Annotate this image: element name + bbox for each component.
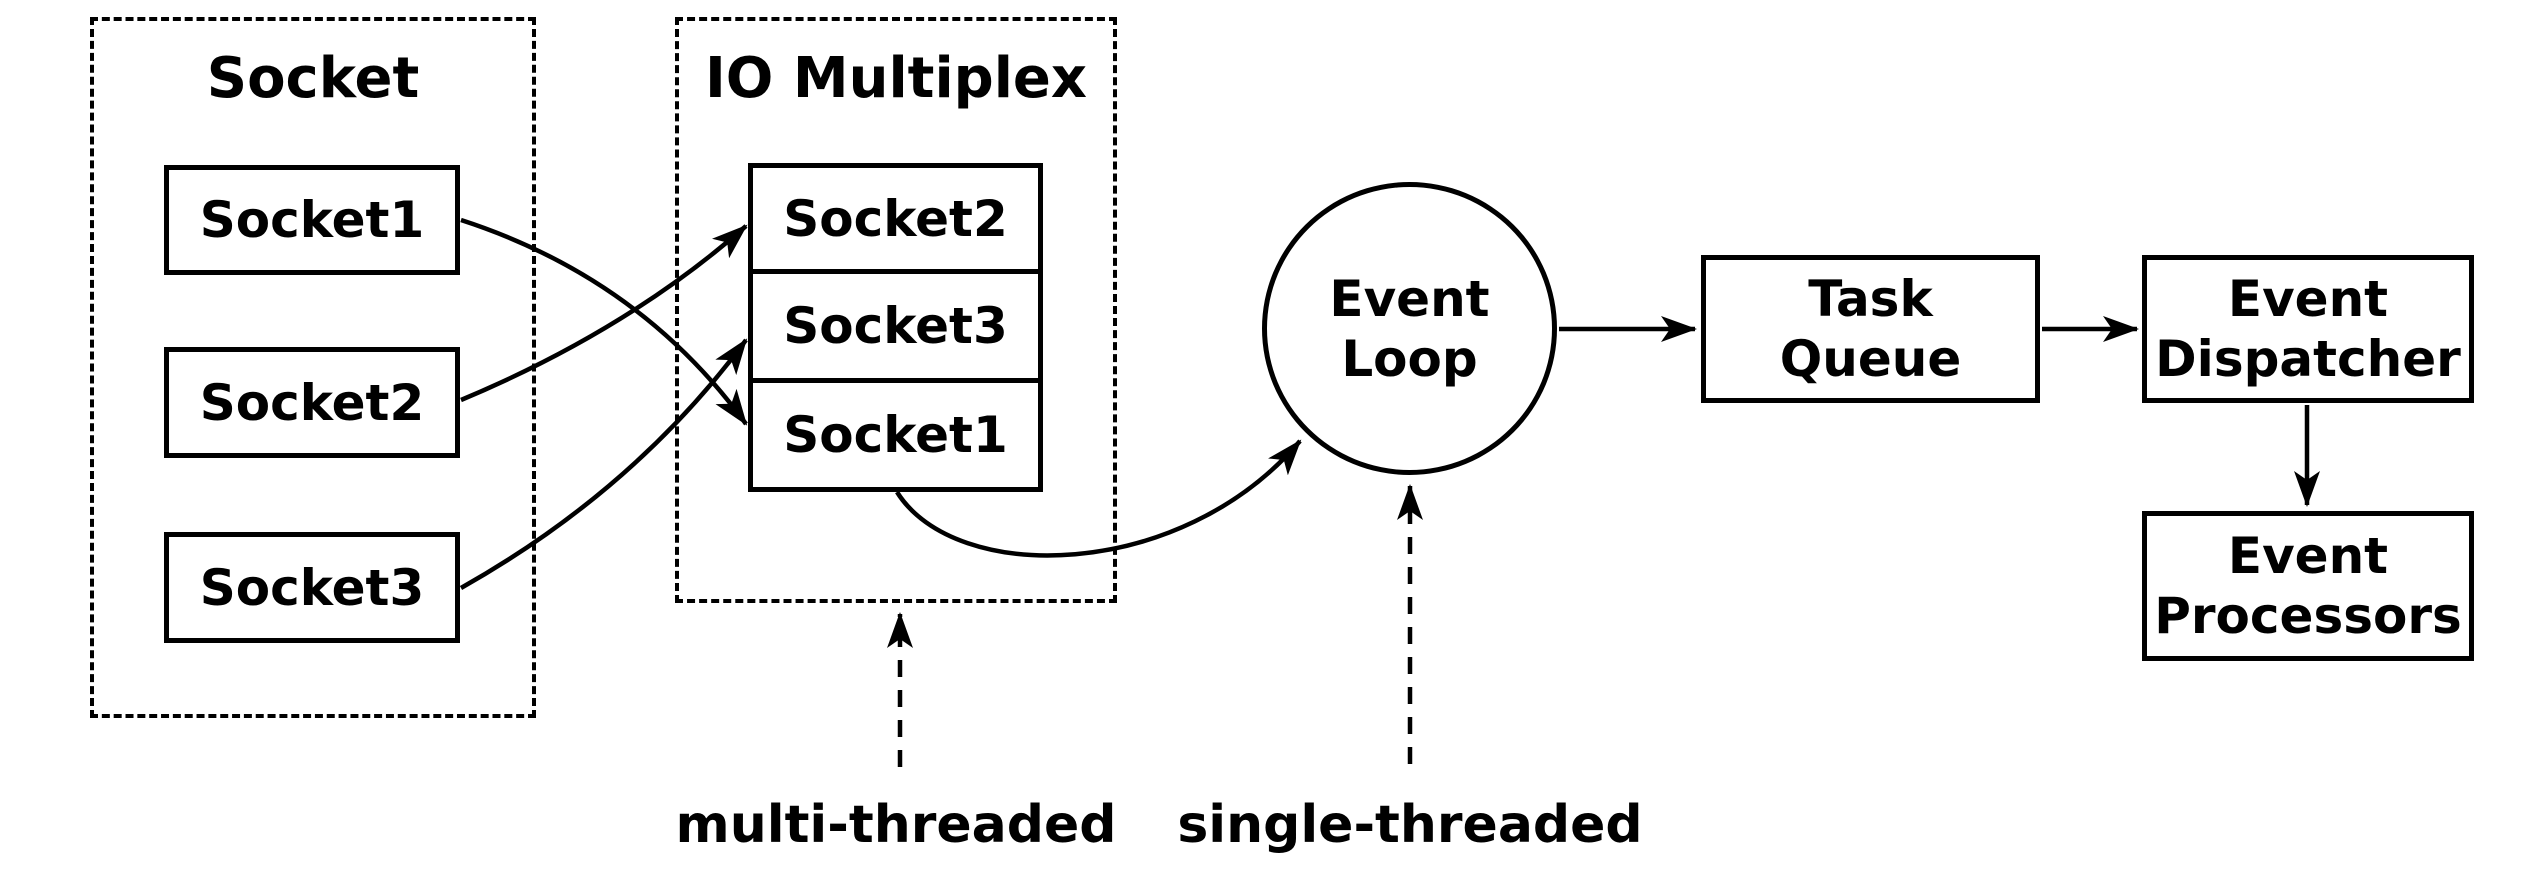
socket1-box: Socket1: [164, 165, 460, 275]
single-threaded-label: single-threaded: [1177, 795, 1643, 855]
io-socket3-box: Socket3: [748, 269, 1043, 383]
event-dispatcher-label-line2: Dispatcher: [2155, 330, 2461, 388]
socket2-box: Socket2: [164, 347, 460, 458]
event-processors-label-line2: Processors: [2154, 587, 2462, 645]
socket-group-title: Socket: [206, 46, 420, 111]
socket3-box: Socket3: [164, 532, 460, 643]
task-queue-box: Task Queue: [1701, 255, 2040, 403]
event-loop-label-line2: Loop: [1341, 329, 1478, 388]
task-queue-label-line2: Queue: [1779, 330, 1962, 388]
io-multiplex-group-title: IO Multiplex: [704, 46, 1088, 111]
event-loop-circle: Event Loop: [1262, 182, 1557, 475]
task-queue-label-line1: Task: [1808, 270, 1933, 328]
event-processors-label-line1: Event: [2227, 527, 2389, 585]
event-dispatcher-label-line1: Event: [2227, 270, 2389, 328]
event-dispatcher-box: Event Dispatcher: [2142, 255, 2474, 403]
io-socket2-box: Socket2: [748, 163, 1043, 274]
multi-threaded-label: multi-threaded: [675, 795, 1117, 855]
io-socket1-box: Socket1: [748, 378, 1043, 492]
event-loop-label-line1: Event: [1329, 269, 1490, 328]
event-processors-box: Event Processors: [2142, 511, 2474, 661]
